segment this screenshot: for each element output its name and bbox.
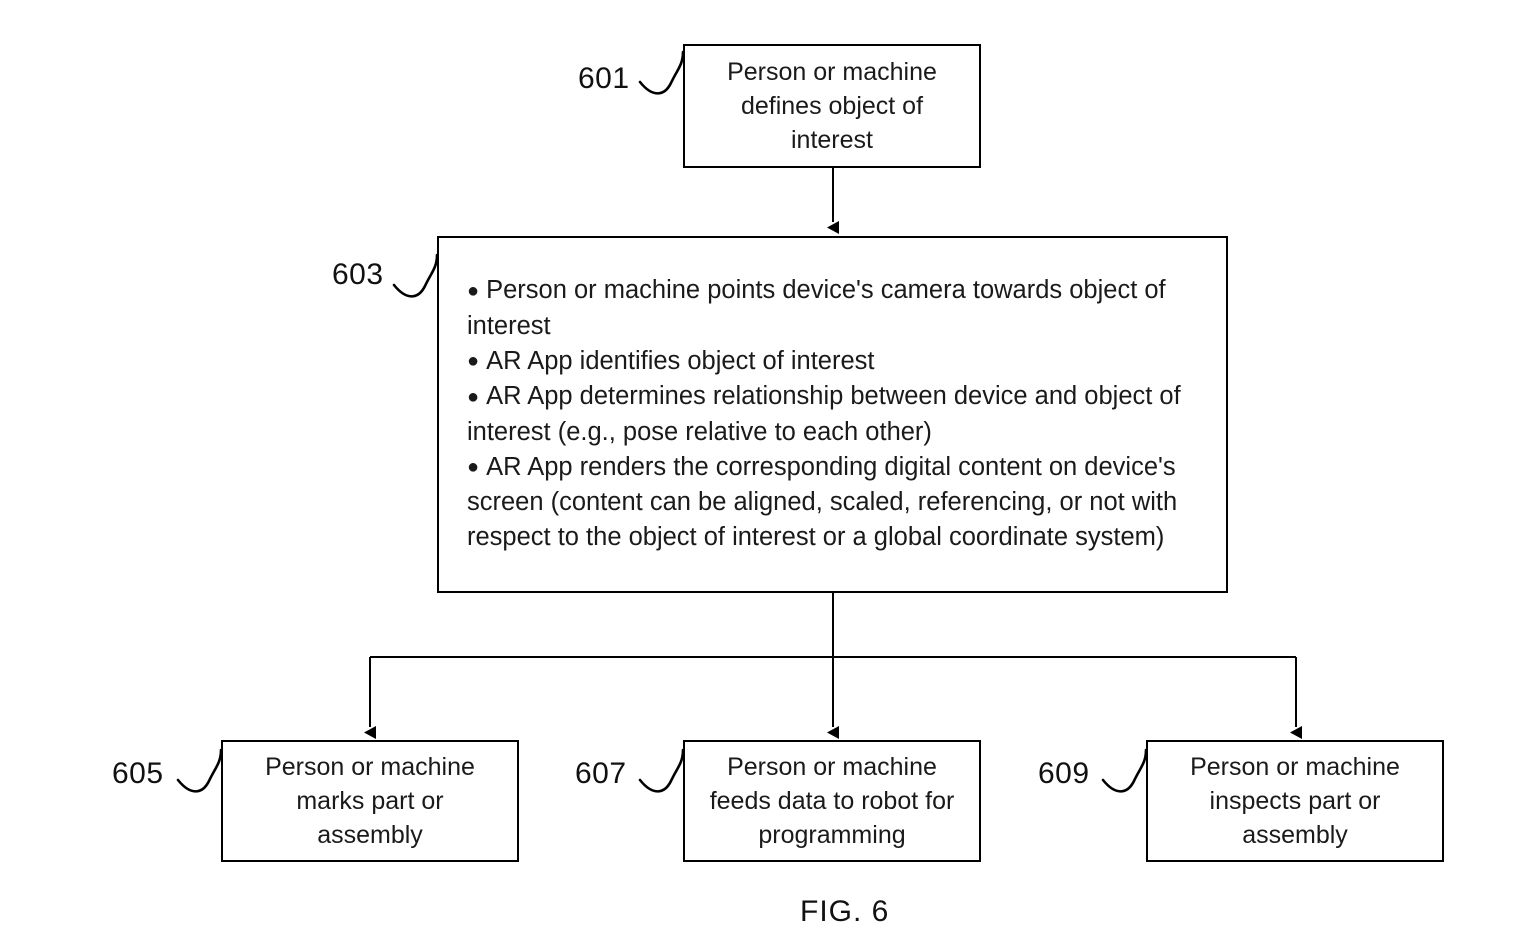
box-603-bullet-4: ●AR App renders the corresponding digita… [467,450,1200,556]
leader-line-607 [638,748,685,793]
process-box-601[interactable]: Person or machine defines object of inte… [683,44,981,168]
box-603-bullet-2: ● AR App identifies object of interest [467,344,1200,379]
box-603-bullet-3-text: AR App determines relationship between d… [467,382,1181,446]
process-box-603[interactable]: ●Person or machine points device's camer… [437,236,1228,593]
figure-caption: FIG. 6 [800,895,890,928]
box-603-bullet-3: ●AR App determines relationship between … [467,379,1200,450]
box-601-line-2: defines object of [740,91,924,120]
box-605-line-1: Person or machine [265,752,475,781]
box-605-line-2: marks part or [296,786,444,815]
bullet-dot-icon: ● [467,350,480,373]
ref-label-601: 601 [578,62,630,95]
box-609-line-3: assembly [1242,821,1348,850]
box-607-line-2: feeds data to robot for [709,786,955,815]
process-box-607-text: Person or machine feeds data to robot fo… [700,750,965,853]
process-box-603-bullet-list: ●Person or machine points device's camer… [439,273,1226,556]
ref-label-607: 607 [575,757,627,790]
box-603-bullet-2-text: AR App identifies object of interest [486,346,875,375]
box-607-line-1: Person or machine [727,752,937,781]
box-607-line-3: programming [758,821,906,850]
ref-label-603: 603 [332,258,384,291]
process-box-605[interactable]: Person or machine marks part or assembly [221,740,519,862]
process-box-607[interactable]: Person or machine feeds data to robot fo… [683,740,981,862]
box-609-line-2: inspects part or [1209,786,1381,815]
ref-label-609: 609 [1038,757,1090,790]
bullet-dot-icon: ● [467,456,480,479]
box-609-line-1: Person or machine [1190,752,1400,781]
leader-line-601 [638,50,685,95]
box-601-line-1: Person or machine [727,57,937,86]
process-box-609[interactable]: Person or machine inspects part or assem… [1146,740,1444,862]
leader-line-605 [176,748,223,793]
bullet-dot-icon: ● [467,279,480,302]
box-605-line-3: assembly [317,821,423,850]
box-603-bullet-4-text: AR App renders the corresponding digital… [467,452,1178,552]
box-601-line-3: interest [791,126,873,155]
box-603-bullet-1: ●Person or machine points device's camer… [467,273,1200,344]
process-box-601-text: Person or machine defines object of inte… [717,55,947,158]
process-box-609-text: Person or machine inspects part or assem… [1180,750,1410,853]
bullet-dot-icon: ● [467,385,480,408]
leader-line-609 [1101,748,1148,793]
ref-label-605: 605 [112,757,164,790]
process-box-605-text: Person or machine marks part or assembly [255,750,485,853]
leader-line-603 [392,253,439,298]
box-603-bullet-1-text: Person or machine points device's camera… [467,276,1166,340]
